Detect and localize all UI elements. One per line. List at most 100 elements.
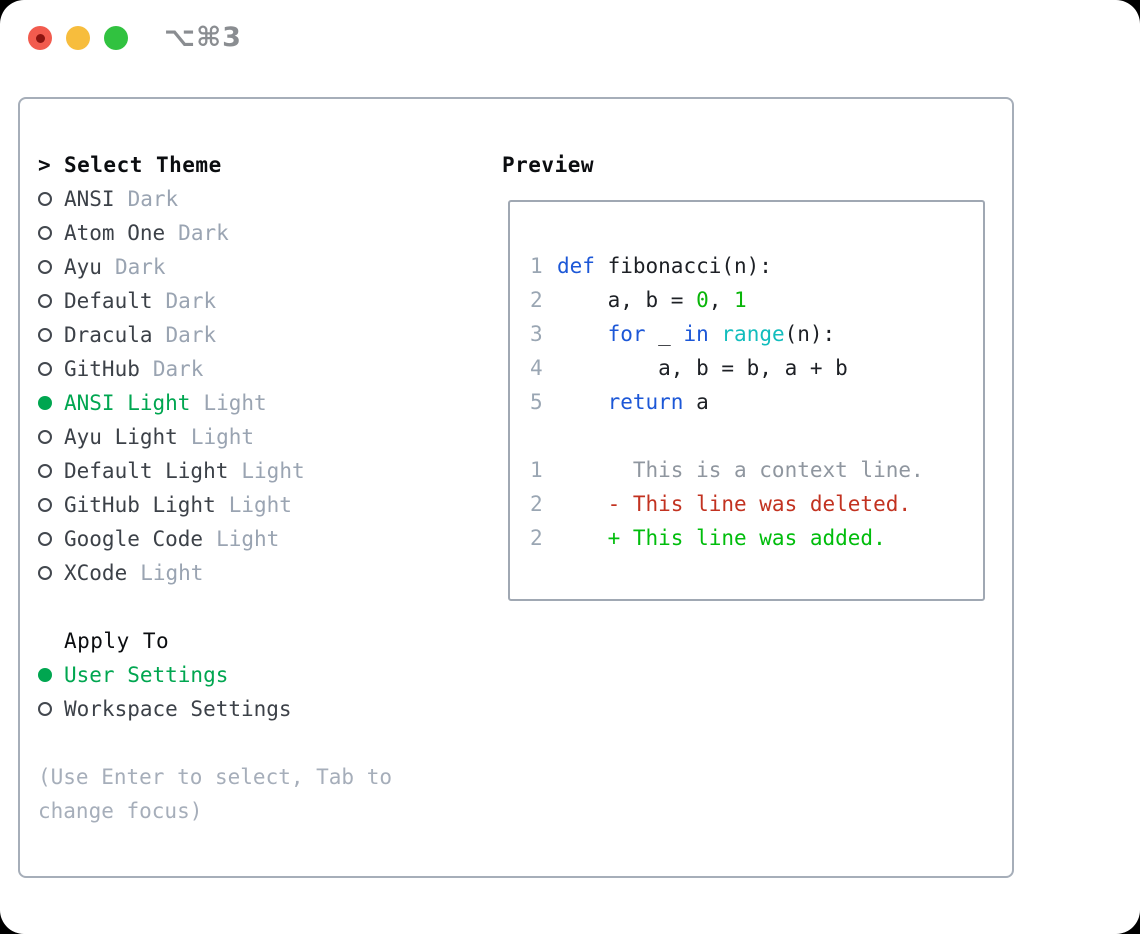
line-number: 1 bbox=[530, 458, 543, 482]
titlebar: ⌥⌘3 bbox=[0, 0, 1140, 76]
theme-option-atom-one[interactable]: Atom One Dark bbox=[38, 216, 488, 250]
apply-option-label: Workspace Settings bbox=[64, 697, 292, 721]
code-token bbox=[557, 390, 608, 414]
theme-option-default[interactable]: Default Dark bbox=[38, 284, 488, 318]
preview-header: Preview bbox=[502, 153, 595, 177]
radio-icon bbox=[38, 260, 52, 274]
radio-icon bbox=[38, 464, 52, 478]
theme-variant-tag: Light bbox=[241, 459, 305, 483]
help-text: (Use Enter to select, Tab to change focus… bbox=[38, 760, 488, 828]
code-token: a bbox=[683, 390, 709, 414]
code-token: (n): bbox=[784, 322, 836, 346]
theme-variant-tag: Dark bbox=[165, 289, 217, 313]
radio-icon bbox=[38, 226, 52, 240]
theme-option-label: ANSI Light bbox=[64, 391, 191, 415]
code-text: return a bbox=[557, 385, 709, 419]
line-number: 4 bbox=[530, 356, 543, 380]
radio-selected-icon bbox=[38, 396, 52, 410]
diff-line-deleted: 2 - This line was deleted. bbox=[530, 487, 975, 521]
maximize-button[interactable] bbox=[104, 26, 128, 50]
theme-variant-tag: Light bbox=[140, 561, 204, 585]
theme-option-github-light[interactable]: GitHub Light Light bbox=[38, 488, 488, 522]
code-token: _ bbox=[645, 322, 684, 346]
theme-option-label: Default bbox=[64, 289, 153, 313]
code-token: in bbox=[683, 322, 709, 346]
theme-option-label: Ayu bbox=[64, 255, 102, 279]
theme-option-default-light[interactable]: Default Light Light bbox=[38, 454, 488, 488]
theme-option-google-code[interactable]: Google Code Light bbox=[38, 522, 488, 556]
diff-line-added: 2 + This line was added. bbox=[530, 521, 975, 555]
theme-variant-tag: Dark bbox=[114, 255, 166, 279]
code-text: a, b = b, a + b bbox=[557, 351, 848, 385]
code-token: 1 bbox=[734, 288, 747, 312]
radio-selected-icon bbox=[38, 668, 52, 682]
theme-variant-tag: Dark bbox=[127, 187, 179, 211]
diff-text: + This line was added. bbox=[557, 526, 886, 550]
diff-text: - This line was deleted. bbox=[557, 492, 912, 516]
code-token bbox=[709, 322, 722, 346]
theme-option-ansi[interactable]: ANSI Dark bbox=[38, 182, 488, 216]
apply-option-label: User Settings bbox=[64, 663, 229, 687]
line-number: 2 bbox=[530, 288, 543, 312]
help-text-line: change focus) bbox=[38, 799, 203, 823]
theme-variant-tag: Dark bbox=[178, 221, 229, 245]
theme-option-dracula[interactable]: Dracula Dark bbox=[38, 318, 488, 352]
line-number: 2 bbox=[530, 526, 543, 550]
radio-icon bbox=[38, 192, 52, 206]
code-token: a, b = bbox=[557, 288, 697, 312]
line-number: 5 bbox=[530, 390, 543, 414]
close-button[interactable] bbox=[28, 26, 52, 50]
focus-pointer-icon: > bbox=[38, 153, 51, 177]
diff-text: This is a context line. bbox=[557, 458, 924, 482]
theme-option-label: ANSI bbox=[64, 187, 115, 211]
theme-option-ansi-light[interactable]: ANSI Light Light bbox=[38, 386, 488, 420]
code-token: for bbox=[607, 322, 646, 346]
radio-icon bbox=[38, 294, 52, 308]
theme-option-label: Google Code bbox=[64, 527, 204, 551]
radio-icon bbox=[38, 430, 52, 444]
code-line: 2 a, b = 0, 1 bbox=[530, 283, 975, 317]
apply-to-header: Apply To bbox=[64, 629, 170, 653]
code-token: a, b = b, a + b bbox=[557, 356, 848, 380]
theme-variant-tag: Dark bbox=[165, 323, 217, 347]
theme-option-label: Dracula bbox=[64, 323, 153, 347]
code-token bbox=[557, 322, 608, 346]
code-token: def bbox=[557, 254, 595, 278]
code-line: 3 for _ in range(n): bbox=[530, 317, 975, 351]
theme-variant-tag: Light bbox=[203, 391, 267, 415]
radio-icon bbox=[38, 328, 52, 342]
theme-variant-tag: Light bbox=[216, 527, 280, 551]
radio-icon bbox=[38, 362, 52, 376]
theme-option-label: XCode bbox=[64, 561, 128, 585]
theme-option-label: Ayu Light bbox=[64, 425, 178, 449]
theme-variant-tag: Light bbox=[228, 493, 292, 517]
window-shortcut-label: ⌥⌘3 bbox=[164, 22, 242, 53]
code-token: range bbox=[721, 322, 785, 346]
radio-icon bbox=[38, 702, 52, 716]
code-text: for _ in range(n): bbox=[557, 317, 836, 351]
apply-option-workspace-settings[interactable]: Workspace Settings bbox=[38, 692, 488, 726]
theme-variant-tag: Dark bbox=[152, 357, 204, 381]
theme-option-ayu[interactable]: Ayu Dark bbox=[38, 250, 488, 284]
radio-icon bbox=[38, 566, 52, 580]
code-line: 5 return a bbox=[530, 385, 975, 419]
radio-icon bbox=[38, 498, 52, 512]
help-text-line: (Use Enter to select, Tab to bbox=[38, 765, 393, 789]
minimize-button[interactable] bbox=[66, 26, 90, 50]
theme-option-label: GitHub Light bbox=[64, 493, 216, 517]
spacer bbox=[530, 419, 975, 453]
line-number: 2 bbox=[530, 492, 543, 516]
theme-option-label: Atom One bbox=[64, 221, 166, 245]
theme-option-label: Default Light bbox=[64, 459, 229, 483]
code-text: def fibonacci(n): bbox=[557, 249, 772, 283]
theme-option-xcode[interactable]: XCode Light bbox=[38, 556, 488, 590]
close-button-dot-icon bbox=[35, 33, 45, 43]
apply-option-user-settings[interactable]: User Settings bbox=[38, 658, 488, 692]
